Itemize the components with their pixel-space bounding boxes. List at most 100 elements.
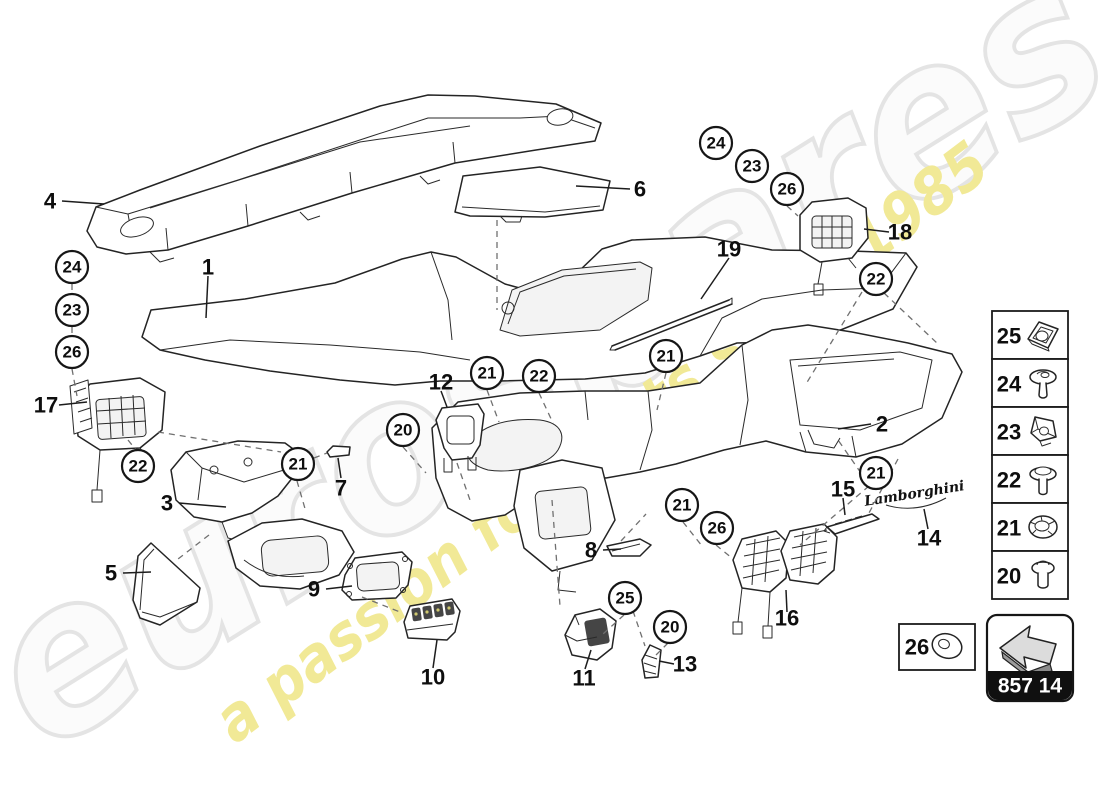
leader-line-17 (58, 401, 88, 406)
leader-line-2 (837, 423, 872, 430)
assembly-dashed-lines (71, 205, 939, 656)
callout-circle (120, 448, 156, 484)
part-label-6[interactable]: 6 (634, 177, 646, 202)
callout-23[interactable]: 23 (734, 148, 770, 184)
legend-item-23[interactable]: 23 (991, 406, 1069, 456)
part-label-5[interactable]: 5 (105, 561, 117, 586)
leader-line-18 (863, 228, 890, 233)
callout-number: 22 (867, 270, 886, 289)
callout-circle (698, 125, 734, 161)
grommet-icon (1028, 515, 1058, 539)
part-7-clip (326, 445, 351, 458)
part-9-frame (341, 551, 413, 601)
part-label-1[interactable]: 1 (202, 255, 214, 280)
callout-26[interactable]: 26 (699, 510, 735, 546)
legend-item-22[interactable]: 22 (991, 454, 1069, 504)
callout-number: 20 (394, 421, 413, 440)
leader-line-6 (575, 185, 631, 190)
callout-circle (769, 171, 805, 207)
callout-20[interactable]: 20 (385, 412, 421, 448)
extra-item-box-26[interactable]: 26 (898, 623, 976, 671)
callout-25[interactable]: 25 (607, 580, 643, 616)
part-1-dash-pad (141, 236, 918, 386)
callout-number: 22 (530, 367, 549, 386)
callout-22[interactable]: 22 (521, 358, 557, 394)
callout-circle (54, 249, 90, 285)
part-label-10[interactable]: 10 (421, 665, 445, 690)
callout-circle (521, 358, 557, 394)
part-4-crossmember (86, 94, 602, 263)
callout-24[interactable]: 24 (698, 125, 734, 161)
leader-line-12 (440, 390, 448, 408)
svg-text:21: 21 (997, 516, 1021, 541)
callout-number: 23 (743, 157, 762, 176)
svg-text:20: 20 (997, 564, 1021, 589)
callout-20[interactable]: 20 (652, 609, 688, 645)
leader-line-8 (602, 548, 622, 551)
callout-21[interactable]: 21 (664, 487, 700, 523)
callout-number: 21 (289, 455, 308, 474)
fastener-legend: 25 24 23 (991, 310, 1069, 600)
rivet-icon (1031, 560, 1055, 589)
legend-item-20[interactable]: 20 (991, 550, 1069, 600)
callout-number: 24 (63, 258, 82, 277)
callout-26[interactable]: 26 (54, 334, 90, 370)
part-label-18[interactable]: 18 (888, 220, 912, 245)
callout-23[interactable]: 23 (54, 292, 90, 328)
part-label-8[interactable]: 8 (585, 538, 597, 563)
leader-line-14 (923, 508, 929, 530)
callout-circle (648, 338, 684, 374)
part-label-9[interactable]: 9 (308, 577, 320, 602)
callout-21[interactable]: 21 (469, 355, 505, 391)
leader-line-4 (61, 200, 105, 205)
legend-item-25[interactable]: 25 (991, 310, 1069, 360)
part-label-13[interactable]: 13 (673, 652, 697, 677)
svg-text:25: 25 (997, 324, 1021, 349)
callout-21[interactable]: 21 (280, 446, 316, 482)
callout-circle (652, 609, 688, 645)
callout-22[interactable]: 22 (858, 261, 894, 297)
part-label-19[interactable]: 19 (717, 237, 741, 262)
part-3-column-cover (227, 518, 355, 590)
callout-21[interactable]: 21 (648, 338, 684, 374)
legend-item-21[interactable]: 21 (991, 502, 1069, 552)
callout-number: 24 (707, 134, 726, 153)
part-label-4[interactable]: 4 (44, 189, 57, 214)
callout-22[interactable]: 22 (120, 448, 156, 484)
part-15-bracket (823, 513, 880, 535)
callout-circle (54, 292, 90, 328)
part-label-2[interactable]: 2 (876, 412, 888, 437)
part-label-16[interactable]: 16 (775, 606, 799, 631)
callout-21[interactable]: 21 (858, 455, 894, 491)
callout-circle (858, 455, 894, 491)
callout-number: 26 (63, 343, 82, 362)
parts-art: Lamborghini (69, 94, 966, 679)
callout-26[interactable]: 26 (769, 171, 805, 207)
part-label-12[interactable]: 12 (429, 370, 453, 395)
page-code-box[interactable]: 857 14 (985, 613, 1075, 703)
pan-screw-icon (1029, 466, 1057, 496)
callout-24[interactable]: 24 (54, 249, 90, 285)
metal-clip-icon (1030, 416, 1057, 447)
part-label-7[interactable]: 7 (335, 476, 347, 501)
part-label-3[interactable]: 3 (161, 491, 173, 516)
part-17-air-vent-left (69, 377, 166, 503)
washer-icon (931, 632, 963, 660)
part-label-15[interactable]: 15 (831, 477, 855, 502)
part-label-17[interactable]: 17 (34, 393, 58, 418)
part-label-14[interactable]: 14 (917, 526, 942, 551)
legend-item-24[interactable]: 24 (991, 358, 1069, 408)
leader-line-19 (700, 257, 730, 300)
callout-circle (664, 487, 700, 523)
leader-line-7 (337, 457, 342, 479)
part-6-lid (454, 166, 611, 223)
cage-nut-icon (1027, 321, 1059, 352)
leader-line-13 (658, 660, 675, 665)
part-label-11[interactable]: 11 (572, 666, 595, 691)
svg-text:22: 22 (997, 468, 1021, 493)
callout-number: 21 (478, 364, 497, 383)
leader-line-11 (584, 649, 592, 670)
